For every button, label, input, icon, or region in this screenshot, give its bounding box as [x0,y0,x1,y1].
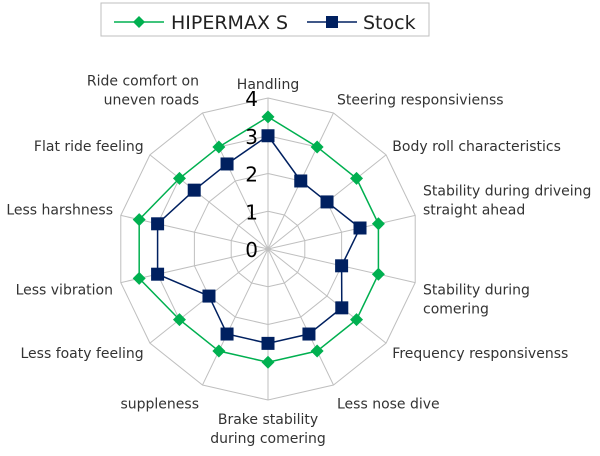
data-point-stock [202,289,216,303]
data-point-hipermax-s [212,344,226,358]
grid-spoke [120,214,269,250]
axis-label: Steering responsivienss [337,93,504,109]
grid-spoke [267,214,416,250]
series-line-hipermax-s [138,115,380,364]
grid-spoke [267,248,334,386]
series-layer [132,110,385,369]
data-point-stock [151,267,165,281]
tick-labels: 0 1 2 3 4 [245,87,258,262]
data-point-stock [302,327,316,341]
data-point-stock [335,259,349,273]
data-point-hipermax-s [261,110,275,124]
axis-label: Body roll characteristics [392,139,561,155]
axis-label: Ride comfort on [87,74,199,90]
axis-label: Frequency responsivenss [392,346,568,362]
legend: HIPERMAX S Stock [100,2,430,37]
data-point-hipermax-s [350,171,364,185]
radar-grid [120,97,416,401]
axis-label: Less nose dive [337,396,440,412]
axis-label: uneven roads [104,93,199,109]
data-point-hipermax-s [310,140,324,154]
axis-label: suppleness [120,396,199,412]
data-point-stock [294,174,308,188]
data-point-stock [261,336,275,350]
data-point-hipermax-s [132,271,146,285]
data-point-hipermax-s [172,313,186,327]
axis-label: Less harshness [6,203,113,219]
data-point-stock [320,195,334,209]
axis-label: Brake stability [218,412,318,428]
legend-label-hipermax: HIPERMAX S [171,12,288,34]
grid-spoke [267,248,387,344]
tick-label: 3 [245,125,258,149]
data-point-hipermax-s [172,171,186,185]
data-point-hipermax-s [132,213,146,227]
axis-label: Handling [237,77,299,93]
axis-label: straight ahead [423,203,525,219]
axis-label: Less foaty feeling [20,346,143,362]
axis-label: during comering [210,431,326,447]
axis-label: Flat ride feeling [34,139,144,155]
axis-label: Stability during [423,282,530,298]
grid-spoke [202,248,269,386]
grid-spoke [120,248,269,284]
data-point-hipermax-s [310,344,324,358]
data-point-stock [151,217,165,231]
legend-marker-stock-square-icon [326,16,338,28]
data-point-hipermax-s [261,355,275,369]
tick-label: 1 [245,200,258,224]
data-point-stock [335,301,349,315]
legend-label-stock: Stock [363,12,416,34]
data-point-hipermax-s [212,140,226,154]
data-point-stock [220,157,234,171]
legend-box [100,2,430,37]
axis-label: comering [423,301,489,317]
axis-label: Stability during driveing [423,184,591,200]
legend-marker-hipermax-diamond-icon [133,16,145,28]
axis-label: Less vibration [16,282,113,298]
data-point-stock [220,327,234,341]
grid-spoke [149,154,269,250]
data-point-hipermax-s [371,217,385,231]
data-point-stock [261,129,275,143]
tick-label: 4 [245,87,258,111]
grid-spoke [202,112,269,250]
data-point-hipermax-s [371,267,385,281]
data-point-stock [187,183,201,197]
tick-label: 2 [245,163,258,187]
data-point-hipermax-s [350,313,364,327]
data-point-stock [353,221,367,235]
tick-label: 0 [245,238,258,262]
